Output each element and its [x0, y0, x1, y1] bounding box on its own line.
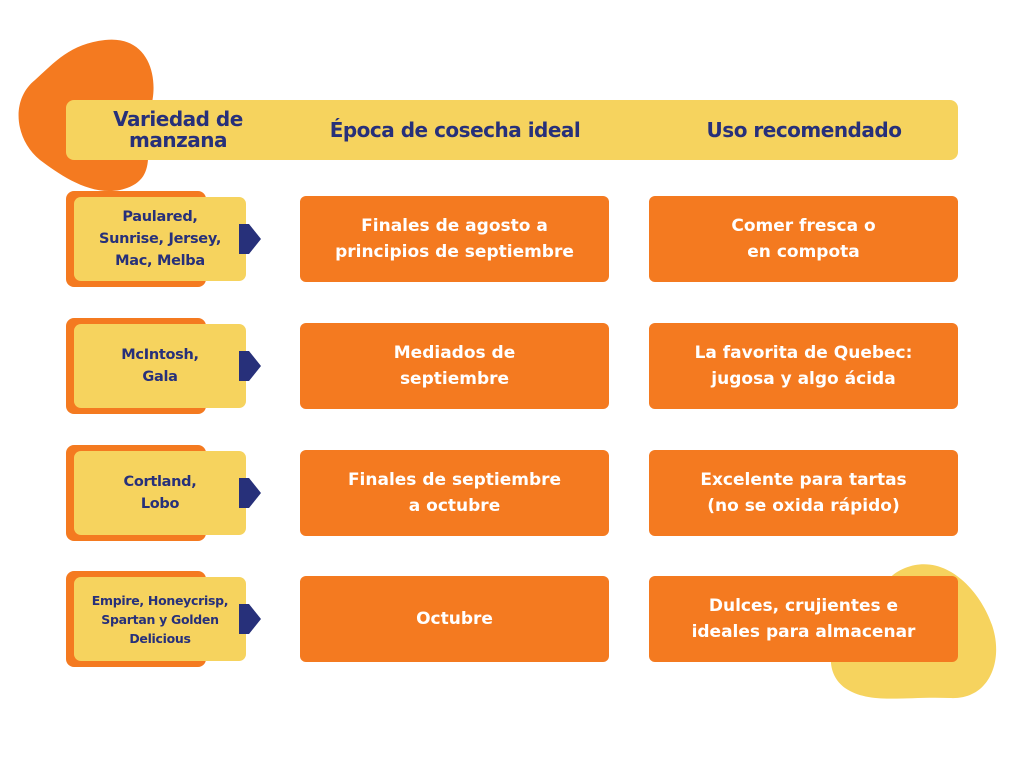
table-row: Empire, Honeycrisp, Spartan y Golden Del…	[0, 571, 1024, 671]
variety-card: Empire, Honeycrisp, Spartan y Golden Del…	[74, 577, 246, 661]
variety-label: Paulared, Sunrise, Jersey, Mac, Melba	[98, 209, 222, 269]
use-card: Comer fresca o en compota	[649, 196, 958, 282]
use-label: Excelente para tartas (no se oxida rápid…	[700, 470, 907, 516]
variety-label: Empire, Honeycrisp, Spartan y Golden Del…	[91, 592, 229, 646]
use-card: Excelente para tartas (no se oxida rápid…	[649, 450, 958, 536]
harvest-label: Finales de agosto a principios de septie…	[335, 216, 574, 262]
harvest-card: Mediados de septiembre	[300, 323, 609, 409]
arrow-right-icon	[239, 351, 261, 381]
harvest-card: Finales de septiembre a octubre	[300, 450, 609, 536]
header-use: Uso recomendado	[650, 100, 958, 160]
arrow-right-icon	[239, 604, 261, 634]
use-label: La favorita de Quebec: jugosa y algo áci…	[694, 343, 913, 389]
header-variety: Variedad de manzana	[80, 100, 276, 160]
header-harvest-label: Época de cosecha ideal	[329, 117, 581, 142]
table-row: Cortland, Lobo Finales de septiembre a o…	[0, 445, 1024, 545]
use-label: Comer fresca o en compota	[731, 216, 876, 262]
use-card: La favorita de Quebec: jugosa y algo áci…	[649, 323, 958, 409]
arrow-right-icon	[239, 224, 261, 254]
variety-label: McIntosh, Gala	[121, 347, 199, 385]
harvest-card: Finales de agosto a principios de septie…	[300, 196, 609, 282]
variety-card: Cortland, Lobo	[74, 451, 246, 535]
harvest-label: Finales de septiembre a octubre	[347, 470, 562, 516]
table-header: Variedad de manzana Época de cosecha ide…	[66, 100, 958, 160]
harvest-card: Octubre	[300, 576, 609, 662]
harvest-label: Mediados de septiembre	[393, 343, 516, 389]
use-label: Dulces, crujientes e ideales para almace…	[691, 596, 916, 642]
variety-label: Cortland, Lobo	[123, 474, 197, 512]
header-harvest: Época de cosecha ideal	[300, 100, 610, 160]
use-card: Dulces, crujientes e ideales para almace…	[649, 576, 958, 662]
arrow-right-icon	[239, 478, 261, 508]
header-use-label: Uso recomendado	[706, 117, 902, 142]
harvest-label: Octubre	[416, 609, 493, 629]
table-row: McIntosh, Gala Mediados de septiembre La…	[0, 318, 1024, 418]
variety-card: McIntosh, Gala	[74, 324, 246, 408]
variety-card: Paulared, Sunrise, Jersey, Mac, Melba	[74, 197, 246, 281]
table-row: Paulared, Sunrise, Jersey, Mac, Melba Fi…	[0, 191, 1024, 291]
header-variety-label: Variedad de manzana	[113, 107, 243, 152]
